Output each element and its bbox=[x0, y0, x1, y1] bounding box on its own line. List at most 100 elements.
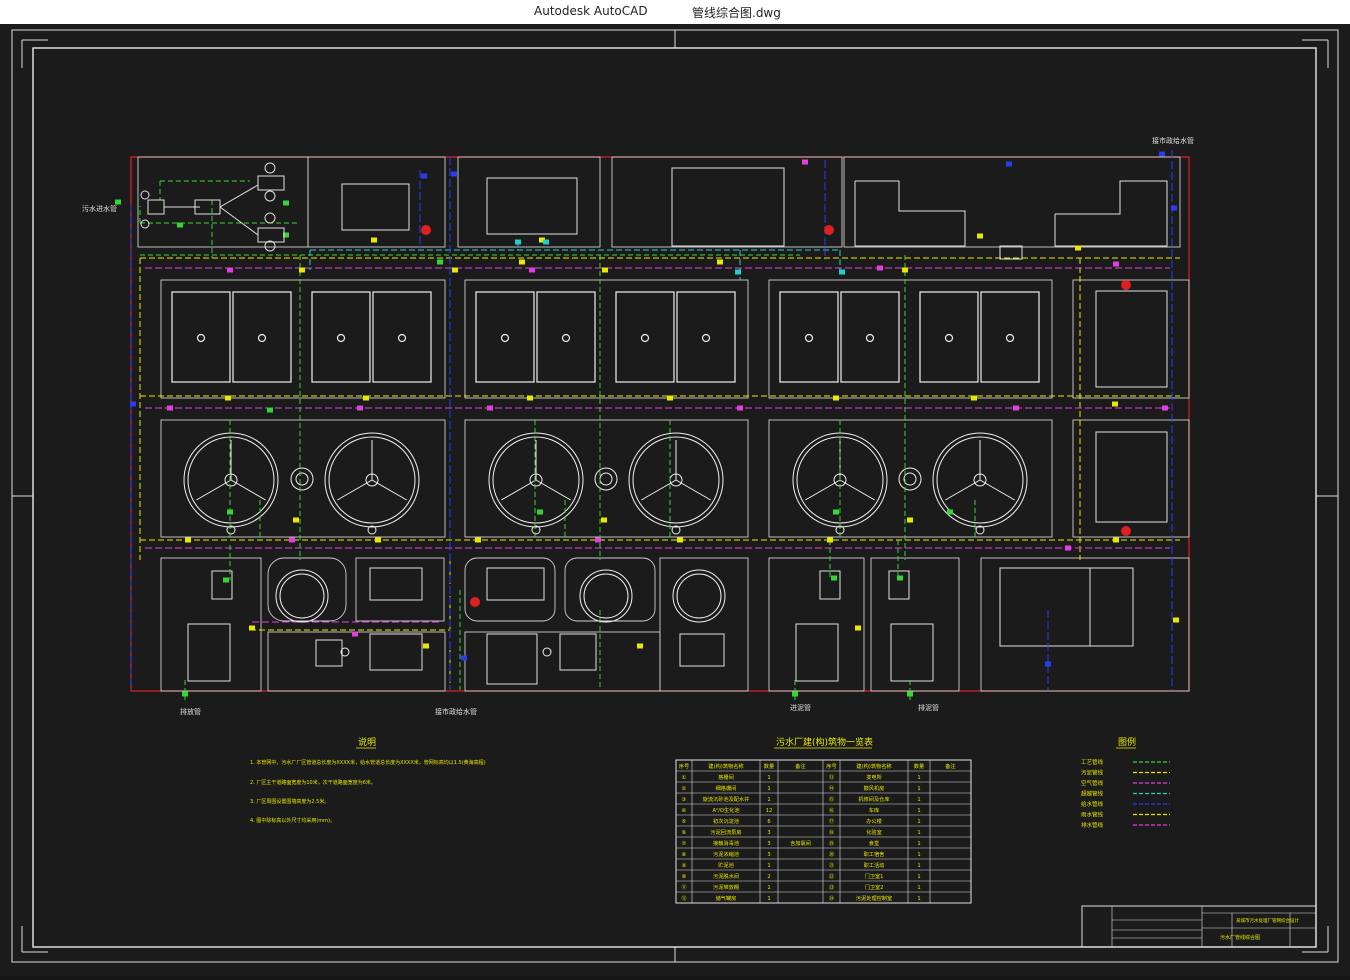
pipe-tag bbox=[595, 537, 601, 543]
app-name: Autodesk AutoCAD bbox=[534, 4, 648, 18]
table-cell: ③ bbox=[682, 797, 687, 803]
legend-label: 工艺管线 bbox=[1081, 758, 1104, 766]
table-cell: 办公楼 bbox=[866, 817, 882, 825]
pipe-tag bbox=[1112, 401, 1118, 407]
scraper-arm bbox=[230, 479, 266, 501]
pipe-tag bbox=[543, 239, 549, 245]
a2o-tank-cell bbox=[475, 291, 535, 383]
table-cell: 1 bbox=[917, 797, 920, 803]
pipe-tag bbox=[461, 655, 467, 661]
table-cell: 细格栅间 bbox=[716, 784, 737, 792]
table-cell: 3 bbox=[767, 830, 770, 836]
tank-marker bbox=[196, 333, 206, 343]
inlet-works bbox=[140, 162, 285, 252]
pipe-tag bbox=[839, 269, 845, 275]
pipe-tag bbox=[601, 517, 607, 523]
legend-label: 雨水管线 bbox=[1081, 811, 1104, 819]
table-cell: 车库 bbox=[869, 806, 879, 814]
table-cell: 化验室 bbox=[866, 828, 882, 836]
table-cell: A²/O生化池 bbox=[712, 806, 739, 814]
inner-frame bbox=[32, 47, 1317, 948]
table-cell: ⑮ bbox=[829, 795, 834, 803]
table-cell: ⑫ bbox=[681, 894, 686, 902]
clarifier-outlet bbox=[531, 525, 541, 535]
table-cell: ④ bbox=[682, 808, 687, 814]
scraper-arm bbox=[501, 479, 537, 501]
valves bbox=[421, 225, 1131, 607]
table-cell: 接触消毒池 bbox=[713, 839, 739, 847]
table-cell: 1 bbox=[767, 797, 770, 803]
pipe-tag bbox=[475, 537, 481, 543]
tank-marker bbox=[336, 333, 346, 343]
table-cell: ⑳ bbox=[829, 850, 834, 858]
pipe-tag bbox=[677, 537, 683, 543]
pipe-tag bbox=[907, 691, 913, 697]
pipe-tag bbox=[902, 267, 908, 273]
tank-marker bbox=[701, 333, 711, 343]
pipe-tag bbox=[283, 200, 289, 206]
scraper-arm bbox=[535, 479, 571, 501]
pipe-tag bbox=[227, 509, 233, 515]
water-pipes bbox=[130, 150, 1173, 690]
pipe-tag bbox=[352, 631, 358, 637]
table-cell: 1 bbox=[767, 863, 770, 869]
scraper-arm bbox=[371, 479, 407, 501]
frame-marks bbox=[12, 30, 1338, 962]
table-cell: ⑰ bbox=[829, 817, 834, 825]
sludge-pump-well bbox=[290, 467, 314, 491]
table-grid bbox=[676, 760, 971, 903]
pipe-tag bbox=[717, 259, 723, 265]
process-pipes bbox=[139, 180, 976, 700]
pipe-tag bbox=[1171, 205, 1177, 211]
pipe-tag bbox=[185, 537, 191, 543]
drawing-canvas[interactable]: 污水进水管 接市政给水管 排放管 接市政给水管 进泥管 排泥管 说明 1. 本管… bbox=[0, 24, 1350, 976]
legend-label: 给水管线 bbox=[1081, 800, 1104, 808]
pipe-tag bbox=[833, 395, 839, 401]
a2o-tank-cell bbox=[232, 291, 292, 383]
a2o-tank-cell bbox=[840, 291, 900, 383]
pipe-tag bbox=[1159, 151, 1165, 157]
pipe-tag bbox=[289, 537, 295, 543]
label-bottom-4: 排泥管 bbox=[918, 703, 939, 712]
pipe-tag bbox=[1045, 661, 1051, 667]
table-cell: 污泥处理控制室 bbox=[856, 894, 892, 902]
label-bottom-3: 进泥管 bbox=[790, 703, 811, 712]
table-cell: 格栅间 bbox=[718, 773, 734, 781]
scraper-arm bbox=[839, 479, 875, 501]
table-cell: ⑩ bbox=[682, 874, 687, 880]
clarifier-center bbox=[365, 473, 379, 487]
table-cell: ㉒ bbox=[829, 872, 834, 880]
clarifier-center bbox=[224, 473, 238, 487]
pipe-tag bbox=[225, 395, 231, 401]
pipe-tag bbox=[451, 171, 457, 177]
cad-drawing[interactable]: 污水进水管 接市政给水管 排放管 接市政给水管 进泥管 排泥管 说明 1. 本管… bbox=[0, 24, 1350, 976]
table-cell: 旋流沉砂池及配水井 bbox=[703, 795, 750, 803]
pipe-tag bbox=[487, 405, 493, 411]
pipe-tag bbox=[1075, 245, 1081, 251]
table-cell: 鼓风机房 bbox=[864, 784, 885, 792]
table-cell: 1 bbox=[917, 885, 920, 891]
table-cell: 污泥回流泵房 bbox=[710, 828, 741, 836]
table-cell: 1 bbox=[917, 786, 920, 792]
a2o-tank-cell bbox=[676, 291, 736, 383]
pipe-tag bbox=[1113, 537, 1119, 543]
pipe-tag bbox=[452, 267, 458, 273]
pump-well-core bbox=[903, 472, 917, 486]
table-cell: ㉓ bbox=[829, 883, 834, 891]
notes-section: 说明 1. 本管网中，污水厂厂区管道总长度为XXXX米，给水管道总长度为XXXX… bbox=[250, 736, 486, 824]
table-cell: ⑪ bbox=[681, 883, 686, 891]
title-block-project: 某城市污水处理厂管网综合设计 bbox=[1236, 917, 1299, 924]
pipe-tag bbox=[897, 575, 903, 581]
buildings bbox=[187, 167, 1168, 685]
scraper-arm bbox=[337, 479, 373, 501]
pipe-tag bbox=[167, 405, 173, 411]
legend-label: 排水管线 bbox=[1081, 821, 1104, 829]
tank-marker bbox=[640, 333, 650, 343]
pipe-tag bbox=[283, 232, 289, 238]
a2o-tanks bbox=[171, 291, 1040, 383]
pipe-tag bbox=[802, 159, 808, 165]
pipe-markers bbox=[115, 151, 1179, 697]
pipe-tag bbox=[267, 407, 273, 413]
